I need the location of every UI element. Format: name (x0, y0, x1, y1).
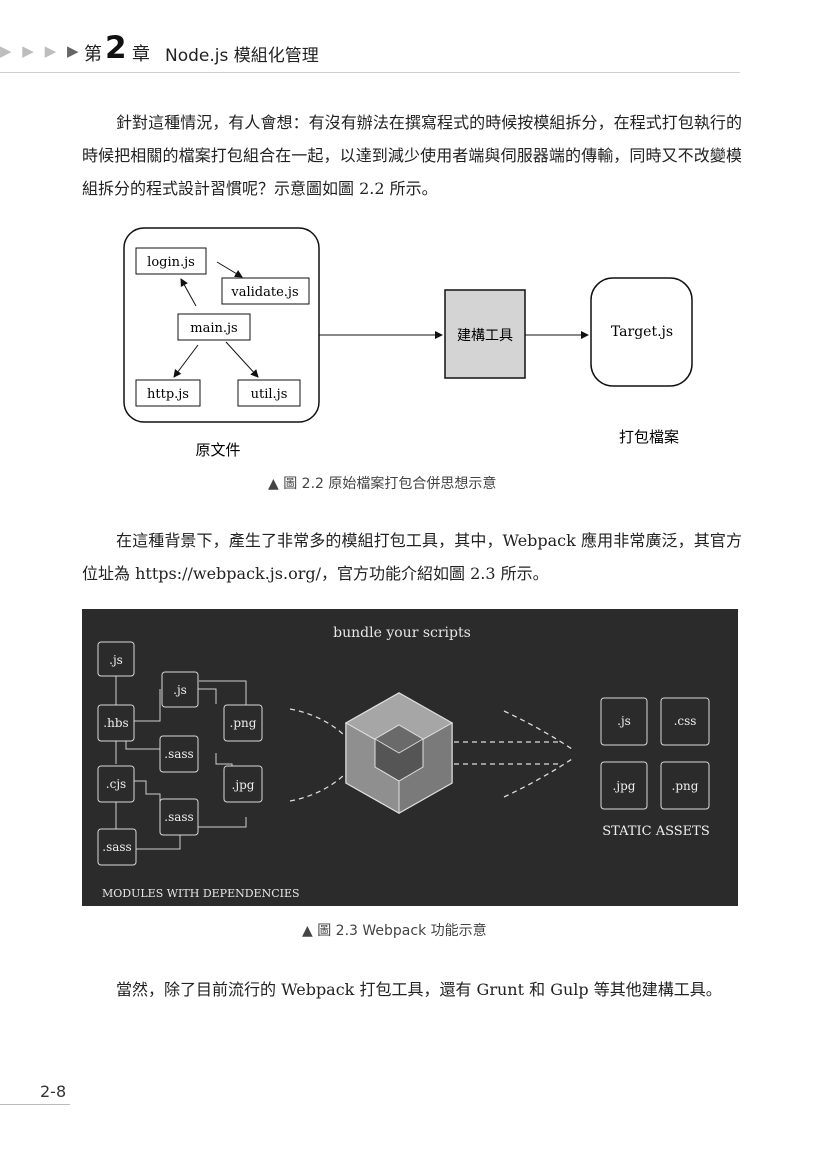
module-cjs-label: .cjs (106, 777, 126, 791)
asset-jpg-label: .jpg (613, 779, 636, 793)
paragraph-3: 當然，除了目前流行的 Webpack 打包工具，還有 Grunt 和 Gulp … (82, 973, 742, 1006)
file-main-box (177, 313, 251, 341)
figure-2-3-webpack: bundle your scripts .js .js .hbs .png .s… (82, 609, 738, 906)
source-label: 原文件 (195, 441, 240, 459)
module-jpg-label: .jpg (232, 778, 255, 792)
module-hbs-label: .hbs (103, 716, 128, 730)
file-http: http.js (147, 387, 189, 402)
module-hbs (97, 704, 135, 742)
target-container (590, 277, 693, 387)
paragraph-3-text: 當然，除了目前流行的 Webpack 打包工具，還有 Grunt 和 Gulp … (116, 980, 722, 999)
module-sass-3 (97, 828, 137, 866)
chapter-prefix: 第 (84, 44, 102, 65)
figure-2-2-caption: ▲ 圖 2.2 原始檔案打包合併思想示意 (268, 476, 497, 492)
asset-css-label: .css (674, 714, 697, 728)
flow-lines (289, 708, 573, 802)
asset-jpg (600, 761, 648, 810)
figure-2-2-diagram: login.js validate.js main.js http.js uti… (123, 227, 693, 459)
file-http-box (135, 379, 201, 407)
module-png-label: .png (230, 716, 257, 730)
output-label: 打包檔案 (619, 428, 679, 446)
paragraph-2-text: 在這種背景下，產生了非常多的模組打包工具，其中，Webpack 應用非常廣泛，其… (82, 531, 742, 583)
file-validate: validate.js (230, 285, 298, 300)
static-assets-label: STATIC ASSETS (602, 824, 709, 839)
arrow-main-login (180, 278, 197, 307)
asset-png (660, 761, 710, 810)
arrow-main-util (225, 341, 259, 378)
page-number: 2-8 (40, 1082, 67, 1101)
module-cjs (97, 765, 135, 803)
build-tool-label: 建構工具 (457, 328, 513, 344)
asset-png-label: .png (672, 779, 699, 793)
file-validate-box (221, 277, 310, 305)
paragraph-1: 針對這種情況，有人會想：有沒有辦法在撰寫程式的時候按模組拆分，在程式打包執行的時… (82, 106, 742, 205)
asset-css (660, 697, 710, 746)
paragraph-1-text: 針對這種情況，有人會想：有沒有辦法在撰寫程式的時候按模組拆分，在程式打包執行的時… (82, 113, 742, 198)
module-sass-1 (159, 735, 199, 773)
chapter-number: 2 (105, 30, 127, 66)
module-sass-3-label: .sass (102, 840, 131, 854)
header-arrows: ▶ ▶ ▶ ▶ (0, 42, 82, 60)
footer-rule (0, 1104, 70, 1105)
module-jpg (223, 765, 263, 803)
running-header (0, 38, 740, 73)
module-sass-2-label: .sass (164, 810, 193, 824)
figure-2-3-caption: ▲ 圖 2.3 Webpack 功能示意 (302, 923, 487, 939)
module-sass-2 (159, 798, 199, 836)
module-js-1 (97, 641, 135, 677)
bundle-title: bundle your scripts (333, 625, 471, 641)
file-util-box (237, 379, 301, 407)
build-tool-box (444, 289, 526, 379)
module-js-2 (161, 671, 199, 708)
module-js-1-label: .js (109, 653, 123, 667)
module-sass-1-label: .sass (164, 747, 193, 761)
asset-js-label: .js (617, 714, 631, 728)
webpack-cube-icon (344, 692, 454, 814)
asset-js (600, 697, 648, 746)
dependency-lines (115, 674, 247, 850)
paragraph-2: 在這種背景下，產生了非常多的模組打包工具，其中，Webpack 應用非常廣泛，其… (82, 524, 742, 590)
target-file: Target.js (611, 324, 673, 340)
module-png (223, 704, 263, 742)
modules-label: MODULES WITH DEPENDENCIES (102, 887, 300, 900)
chapter-suffix: 章 (132, 44, 150, 65)
arrow-main-http (173, 344, 199, 378)
file-main: main.js (190, 321, 237, 336)
chapter-title: Node.js 模組化管理 (165, 46, 319, 66)
module-js-2-label: .js (173, 683, 187, 697)
file-login-box (135, 247, 207, 275)
file-util: util.js (251, 387, 288, 402)
file-login: login.js (147, 255, 195, 270)
arrow-login-validate (216, 261, 243, 278)
